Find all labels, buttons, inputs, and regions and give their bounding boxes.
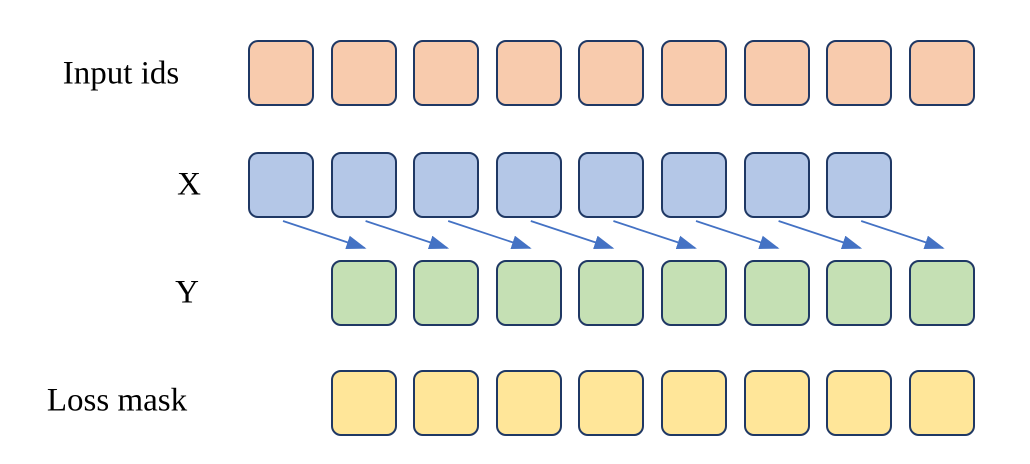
y-square <box>330 260 397 326</box>
input-ids-square <box>908 40 975 106</box>
row-label-input-ids: Input ids <box>62 55 180 92</box>
x-square <box>413 152 480 218</box>
loss-mask-square <box>908 370 975 436</box>
shift-arrow <box>447 220 532 249</box>
y-square <box>908 260 975 326</box>
row-label-y: Y <box>175 274 199 311</box>
loss-mask-square <box>495 370 562 436</box>
x-square <box>661 152 727 218</box>
y-square <box>661 260 727 326</box>
loss-mask-square <box>578 370 645 436</box>
y-square <box>495 260 562 326</box>
x-square <box>743 152 810 218</box>
loss-mask-square <box>330 370 397 436</box>
loss-mask-square <box>743 370 810 436</box>
input-ids-square <box>495 40 562 106</box>
shift-arrow <box>282 220 367 249</box>
shift-arrow <box>695 220 780 249</box>
y-square <box>413 260 480 326</box>
input-ids-square <box>743 40 810 106</box>
shift-arrow <box>613 220 697 249</box>
input-ids-square <box>248 40 314 106</box>
shift-arrow <box>530 220 615 249</box>
y-square <box>578 260 645 326</box>
x-square <box>578 152 645 218</box>
input-ids-square <box>330 40 397 106</box>
loss-mask-square <box>661 370 727 436</box>
x-square <box>826 152 893 218</box>
shift-arrow <box>778 220 863 249</box>
loss-mask-square <box>826 370 893 436</box>
x-square <box>495 152 562 218</box>
x-square <box>330 152 397 218</box>
row-label-x: X <box>177 166 201 203</box>
x-square <box>248 152 314 218</box>
shift-arrow <box>365 220 450 249</box>
shift-arrow <box>860 220 945 249</box>
y-square <box>743 260 810 326</box>
row-label-loss-mask: Loss mask <box>46 382 188 419</box>
input-ids-square <box>413 40 480 106</box>
input-ids-square <box>578 40 645 106</box>
y-square <box>826 260 893 326</box>
input-ids-square <box>826 40 893 106</box>
loss-mask-square <box>413 370 480 436</box>
input-ids-square <box>661 40 727 106</box>
